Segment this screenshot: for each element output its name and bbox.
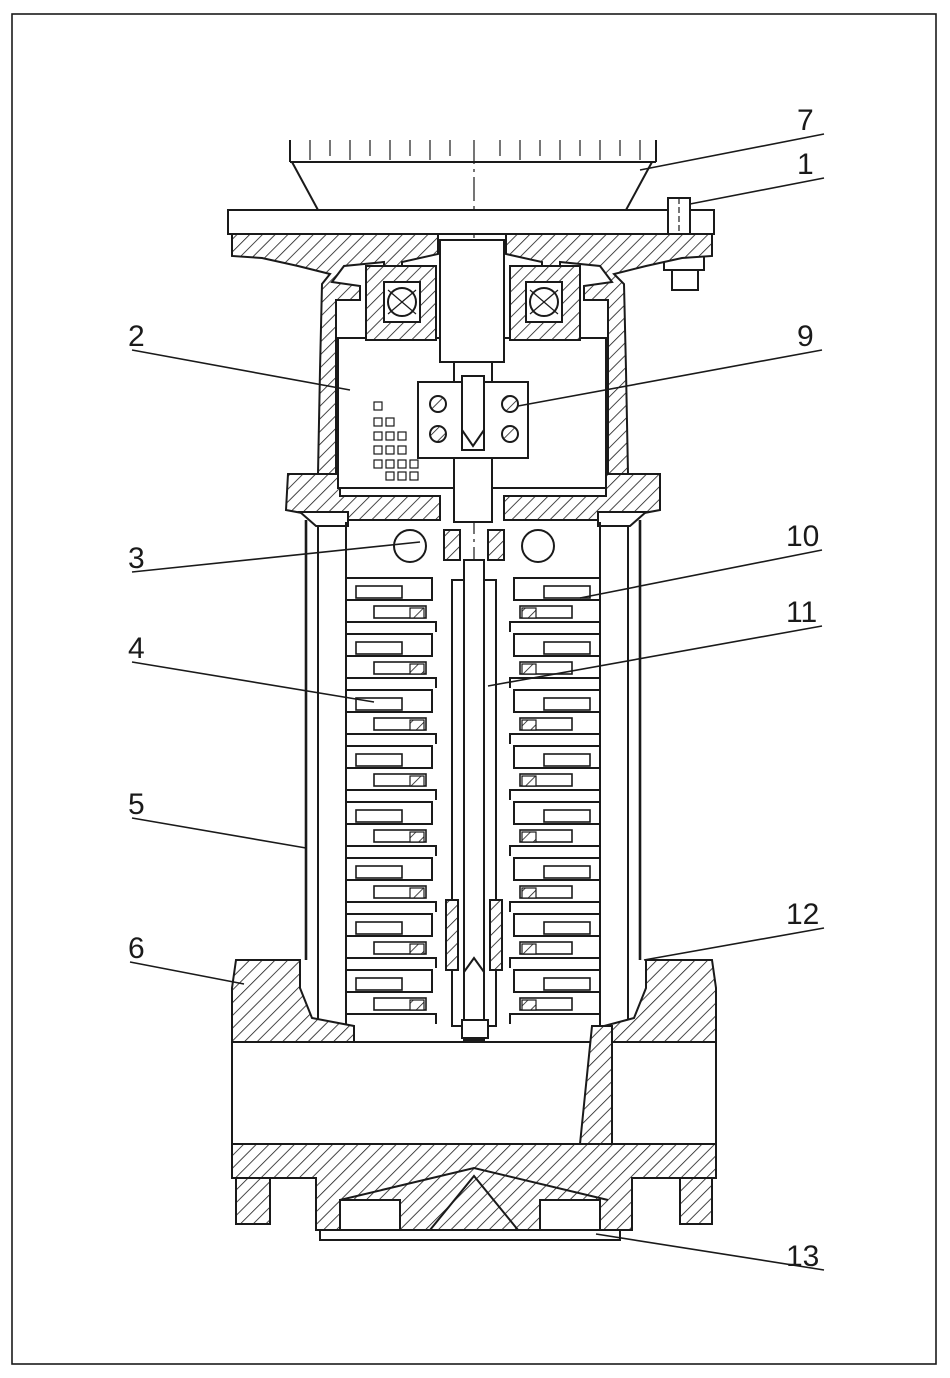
callout-3: 3 <box>128 542 145 575</box>
callout-11: 11 <box>786 596 817 629</box>
pump-shaft <box>444 530 504 1040</box>
bearing-left <box>366 266 436 340</box>
coupling <box>418 376 528 458</box>
bearing-right <box>510 266 580 340</box>
callout-1: 1 <box>797 148 814 181</box>
callout-10: 10 <box>786 520 819 553</box>
upper-shaft <box>440 240 504 362</box>
callout-13: 13 <box>786 1240 819 1273</box>
callout-7: 7 <box>797 104 814 137</box>
callout-9: 9 <box>797 320 814 353</box>
callout-4: 4 <box>128 632 145 665</box>
motor <box>290 140 656 210</box>
motor-flange <box>228 210 714 234</box>
callout-12: 12 <box>786 898 819 931</box>
callout-5: 5 <box>128 788 145 821</box>
callout-6: 6 <box>128 932 145 965</box>
callout-2: 2 <box>128 320 145 353</box>
